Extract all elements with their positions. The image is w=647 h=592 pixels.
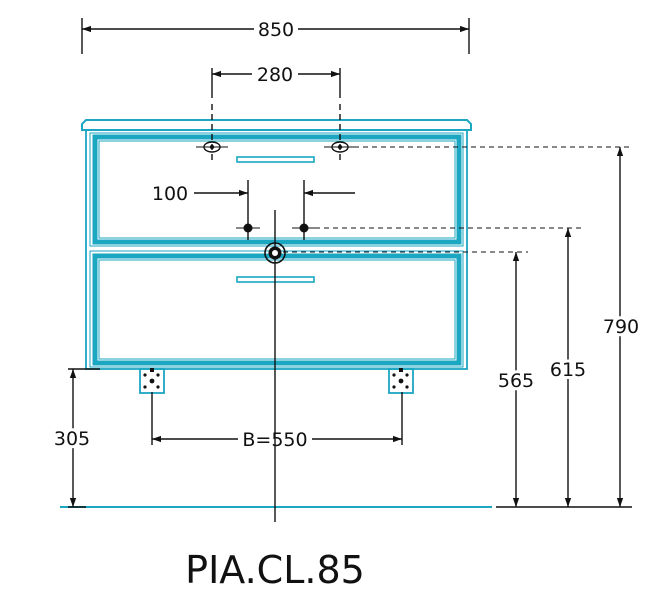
dim-leg-height-mask: 305 — [54, 428, 90, 450]
dim-waste-height-label: 565 — [498, 370, 534, 392]
supply-pipe-left — [236, 223, 260, 233]
connection-points — [196, 141, 356, 264]
dimension-tap-spacing: 280 — [212, 64, 340, 86]
model-title: PIA.CL.85 — [185, 548, 365, 592]
dimension-width: 850 — [82, 19, 469, 41]
drawer-upper — [89, 132, 464, 247]
dim-tap-spacing-label: 280 — [257, 64, 293, 86]
dim-waste-height-mask: 565 — [498, 370, 534, 392]
dim-tap-height-label: 790 — [603, 316, 639, 338]
dimension-pipe-spacing: 100 — [152, 183, 355, 205]
drawer-handle-upper — [236, 156, 315, 163]
dimension-leg-height: 305 305 — [51, 369, 93, 507]
dim-tap-height-mask: 790 — [603, 316, 639, 338]
dimension-leg-spacing: B=550 — [152, 429, 402, 451]
dimension-tap-height: 790 790 — [600, 147, 642, 507]
dimension-supply-height: 615 615 — [547, 228, 589, 507]
tap-hole-left — [196, 141, 228, 153]
foot-left — [139, 368, 165, 394]
tap-hole-right — [324, 141, 356, 153]
dimension-waste-height: 565 565 — [495, 252, 537, 507]
dim-supply-height-label: 615 — [550, 359, 586, 381]
cabinet-body — [85, 129, 468, 370]
supply-pipe-right — [292, 223, 316, 233]
waste-outlet — [264, 242, 286, 264]
foot-right — [388, 368, 414, 394]
cabinet-top — [81, 119, 472, 131]
dim-pipe-spacing-label: 100 — [152, 183, 188, 205]
dim-width-label: 850 — [258, 19, 294, 41]
dim-leg-height-label: 305 — [54, 428, 90, 450]
extension-lines — [68, 18, 632, 522]
dim-supply-height-mask: 615 — [550, 359, 586, 381]
drawer-lower — [89, 250, 464, 368]
dim-leg-spacing-label: B=550 — [242, 429, 307, 451]
